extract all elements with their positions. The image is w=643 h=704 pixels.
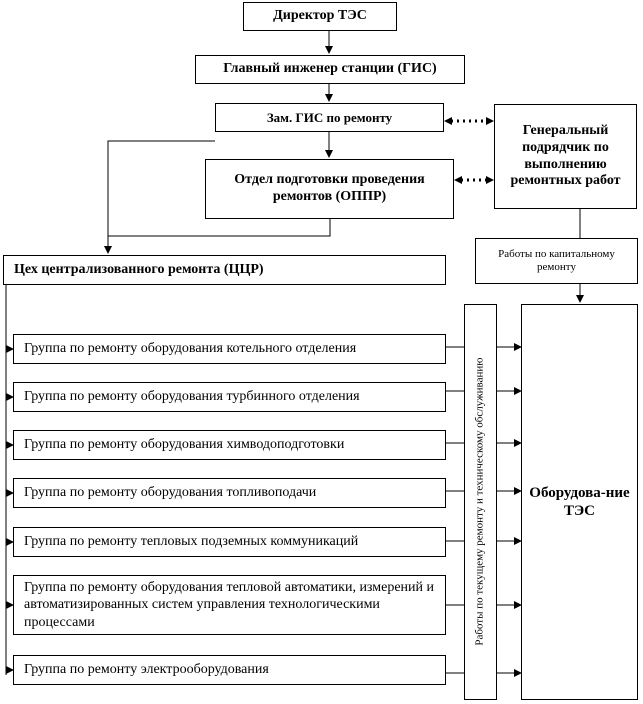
group-fuel-supply: Группа по ремонту оборудования топливопо… xyxy=(13,478,446,508)
deputy-repair-box: Зам. ГИС по ремонту xyxy=(215,103,444,132)
cczr-box: Цех централизованного ремонта (ЦЦР) xyxy=(3,255,446,285)
group-boiler: Группа по ремонту оборудования котельног… xyxy=(13,334,446,364)
oppr-box: Отдел подготовки проведения ремонтов (ОП… xyxy=(205,159,454,219)
current-repair-label: Работы по текущему ремонту и техническом… xyxy=(473,357,486,647)
group-automation: Группа по ремонту оборудования тепловой … xyxy=(13,575,446,635)
capital-repair-box: Работы по капитальному ремонту xyxy=(475,238,638,284)
group-heat-networks: Группа по ремонту тепловых подземных ком… xyxy=(13,527,446,557)
group-turbine: Группа по ремонту оборудования турбинног… xyxy=(13,382,446,412)
current-repair-box: Работы по текущему ремонту и техническом… xyxy=(464,304,497,700)
group-electrical: Группа по ремонту электрооборудования xyxy=(13,655,446,685)
line-oppr-cczr xyxy=(108,218,331,237)
contractor-box: Генеральный подрядчик по выполнению ремо… xyxy=(494,104,637,209)
arrow-deputy-cczr xyxy=(104,140,215,254)
group-water-treatment: Группа по ремонту оборудования химводопо… xyxy=(13,430,446,460)
equipment-box: Оборудова-ние ТЭС xyxy=(521,304,638,700)
chief-engineer-box: Главный инженер станции (ГИС) xyxy=(195,55,465,84)
director-box: Директор ТЭС xyxy=(243,2,397,31)
